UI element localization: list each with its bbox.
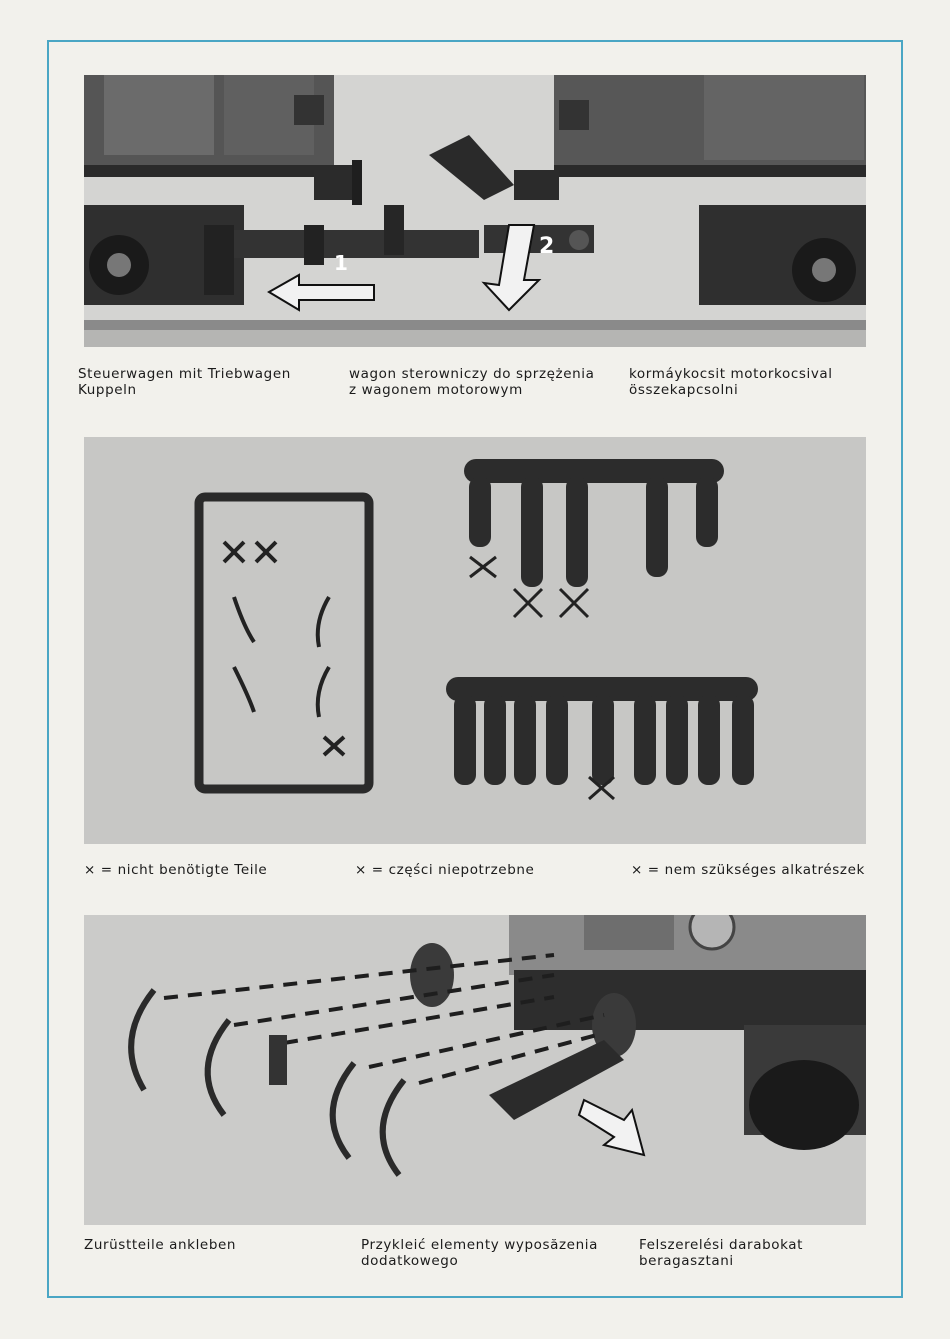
attach-parts-photo (84, 915, 866, 1225)
legend-de: × = nicht benötigte Teile (84, 862, 268, 878)
legend-hu: × = nem szükséges alkatrészek (631, 862, 865, 878)
caption-pl-1: wagon sterowniczy do sprzężenia z wagone… (349, 366, 595, 398)
caption-hu-3: Felszerelési darabokat beragasztani (639, 1237, 804, 1269)
coupling-photo: 1 2 (84, 75, 866, 347)
svg-text:1: 1 (334, 251, 348, 275)
page-frame (47, 40, 903, 1298)
svg-text:2: 2 (539, 234, 554, 259)
caption-hu-1: kormáykocsit motorkocsival összekapcsoln… (629, 366, 833, 398)
caption-pl-3: Przykleić elementy wyposăzenia dodatkowe… (361, 1237, 598, 1269)
caption-de-1: Steuerwagen mit Triebwagen Kuppeln (78, 366, 291, 398)
caption-de-3: Zurüstteile ankleben (84, 1237, 237, 1253)
parts-sprue-photo (84, 437, 866, 844)
legend-pl: × = części niepotrzebne (355, 862, 535, 878)
